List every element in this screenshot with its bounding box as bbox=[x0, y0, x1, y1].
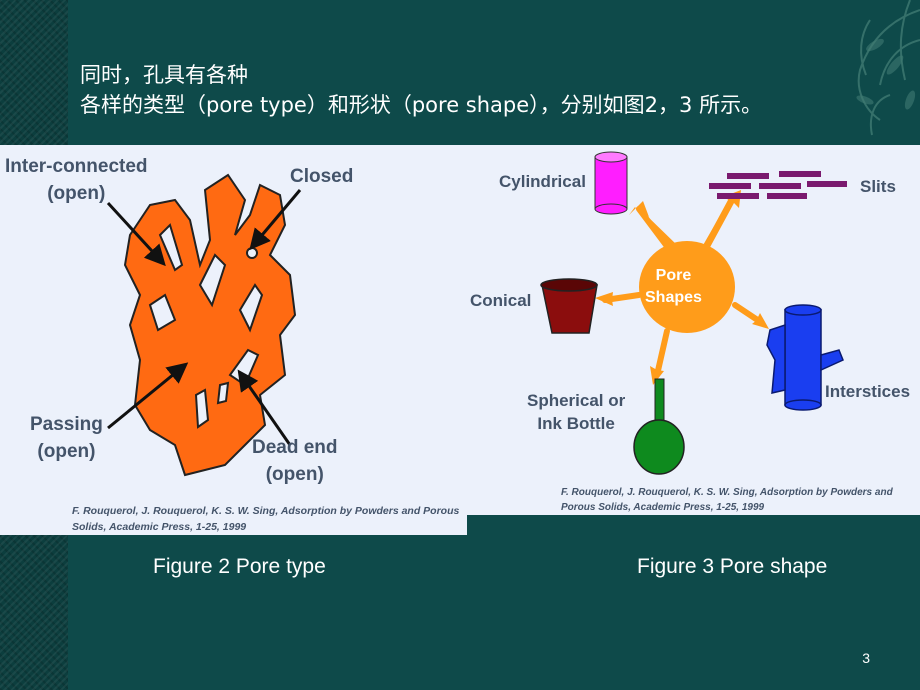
seaweed-decoration-icon bbox=[856, 0, 920, 136]
label-cylindrical: Cylindrical bbox=[499, 172, 586, 191]
particle-shape bbox=[123, 173, 297, 477]
figure-3-reference: F. Rouquerol, J. Rouquerol, K. S. W. Sin… bbox=[561, 487, 893, 513]
arrow-closed bbox=[249, 189, 302, 251]
figure-3-pore-shape: Pore Shapes Cylindrical Slits Conical In… bbox=[467, 145, 920, 515]
interstices-icon bbox=[766, 304, 844, 411]
center-label: Pore Shapes bbox=[645, 267, 702, 306]
arrow-interconnected bbox=[106, 201, 166, 267]
figure-2-pore-type: Inter-connected (open) Closed Passing (o… bbox=[0, 145, 467, 535]
ink-bottle-icon bbox=[633, 378, 685, 475]
figure-2-caption: Figure 2 Pore type bbox=[153, 555, 326, 578]
label-slits: Slits bbox=[860, 177, 896, 196]
figure-3-caption: Figure 3 Pore shape bbox=[637, 555, 828, 578]
slide-title: 同时，孔具有各种 各样的类型（pore type）和形状（pore shape）… bbox=[80, 60, 762, 120]
slits-icon bbox=[709, 171, 847, 199]
label-conical: Conical bbox=[470, 291, 532, 310]
porous-particle-illustration bbox=[106, 173, 302, 477]
label-spherical: Spherical or Ink Bottle bbox=[527, 391, 626, 433]
label-passing: Passing (open) bbox=[30, 414, 103, 462]
cone-icon bbox=[540, 278, 598, 334]
label-deadend: Dead end (open) bbox=[252, 437, 338, 485]
arrow-deadend bbox=[237, 369, 292, 446]
center-circle bbox=[639, 241, 735, 333]
label-interstices: Interstices bbox=[825, 382, 911, 401]
pore-shapes-diagram bbox=[540, 151, 847, 475]
title-line-2: 各样的类型（pore type）和形状（pore shape），分别如图2，3 … bbox=[80, 93, 763, 117]
title-line-1: 同时，孔具有各种 bbox=[80, 63, 248, 87]
label-interconnected: Inter-connected (open) bbox=[5, 156, 148, 204]
arrow-passing bbox=[107, 362, 189, 430]
figure-2-reference: F. Rouquerol, J. Rouquerol, K. S. W. Sin… bbox=[72, 505, 460, 533]
title-band bbox=[68, 0, 920, 145]
cylinder-icon bbox=[594, 151, 628, 215]
label-closed: Closed bbox=[290, 166, 354, 187]
page-number: 3 bbox=[862, 650, 870, 666]
